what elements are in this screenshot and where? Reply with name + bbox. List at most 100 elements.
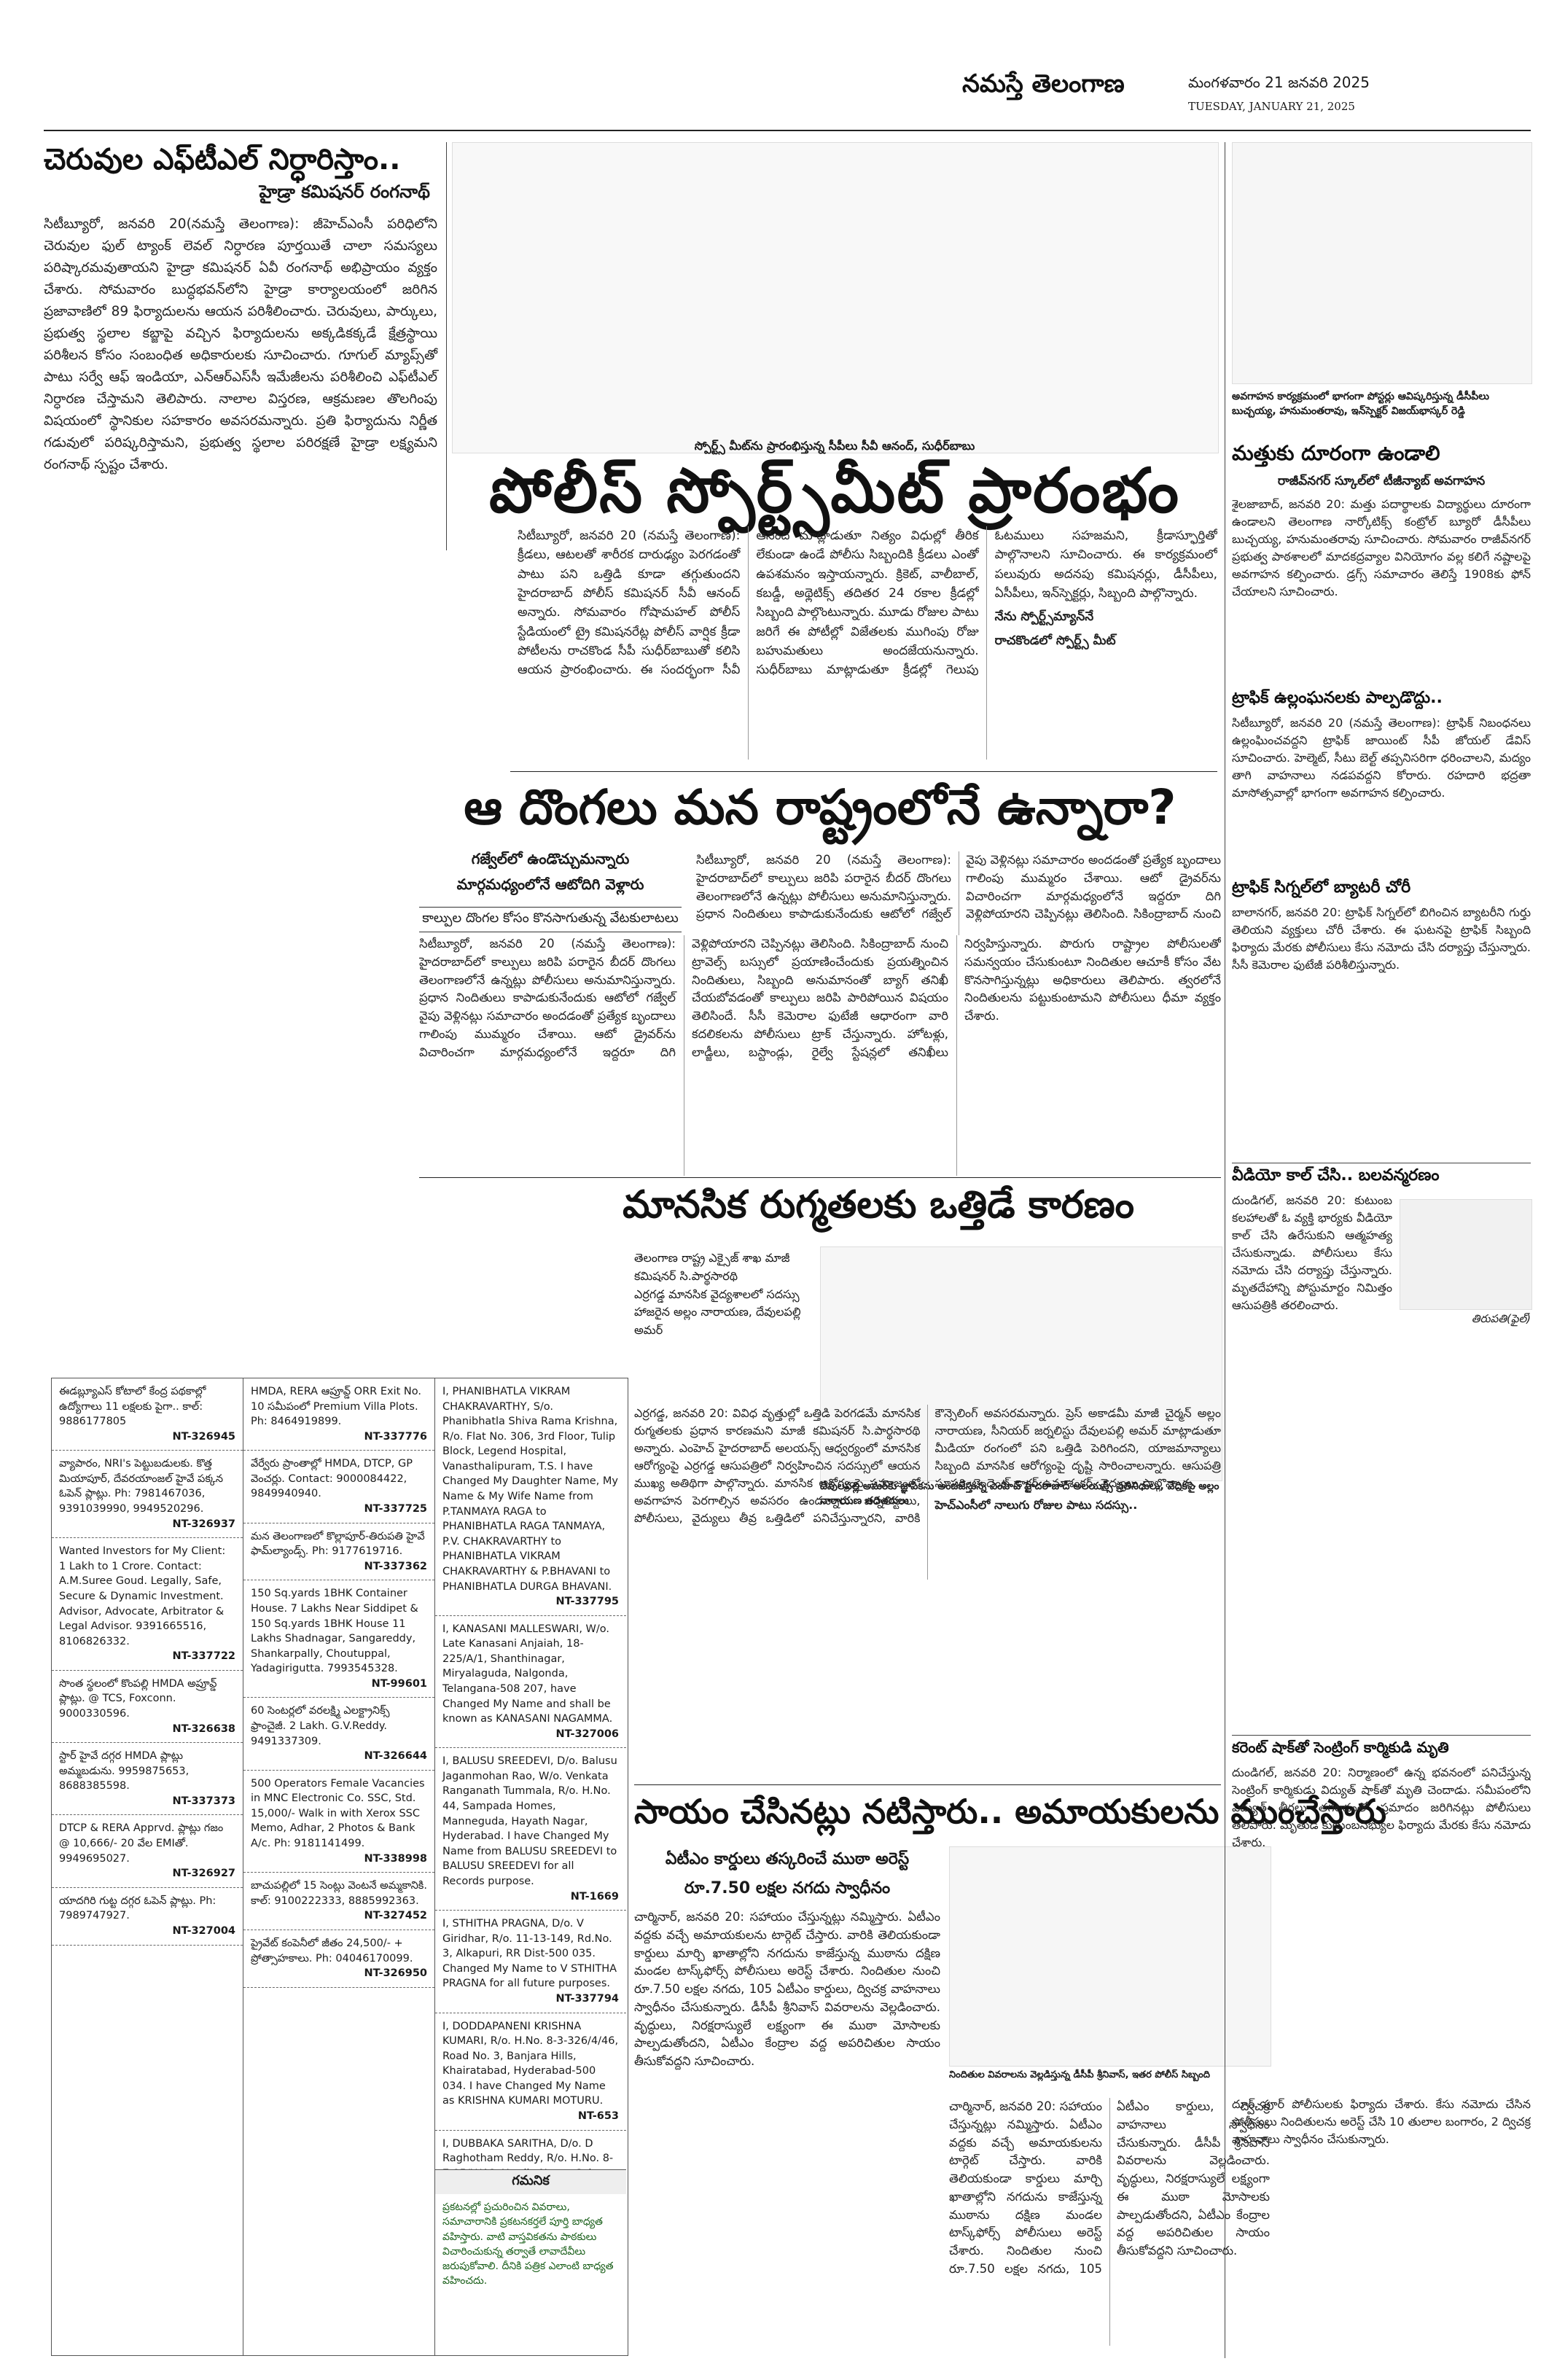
classified-ad-text: Wanted Investors for My Client: 1 Lakh t… — [59, 1545, 226, 1647]
section-rule — [634, 1784, 1221, 1785]
classifieds-list-2: HMDA, RERA ఆప్రూవ్డ్‌ ORR Exit No. 10 సమ… — [243, 1378, 434, 1988]
right-headline-1: మత్తుకు దూరంగా ఉండాలి — [1232, 441, 1440, 465]
classified-ad: వ్యాపారం, NRI's పెట్టుబడులకు. కొత్త మియా… — [52, 1451, 243, 1539]
right-photo-4 — [1400, 1199, 1532, 1310]
classified-ad: ప్రైవేట్‌ కంపెనీలో జీతం 24,500/- + ప్రోత… — [243, 1930, 434, 1988]
classifieds-column-2: HMDA, RERA ఆప్రూవ్డ్‌ ORR Exit No. 10 సమ… — [243, 1378, 435, 2355]
classified-ad-text: I, KANASANI MALLESWARI, W/o. Late Kanasa… — [442, 1623, 613, 1725]
story-thieves-deck-2: మార్గమధ్యంలోనే ఆటోదిగి వెళ్లారు — [456, 875, 644, 893]
masthead: నమస్తే తెలంగాణ మంగళవారం 21 జనవరి 2025 TU… — [962, 69, 1531, 135]
classified-ad-text: వేర్వేరు ప్రాంతాల్లో HMDA, DTCP, GP వెంచ… — [251, 1458, 413, 1500]
right-body-6: దూర్‌ పూర్‌ పోలీసులకు ఫిర్యాదు చేశారు. క… — [1232, 2097, 1531, 2146]
right-photo-top — [1232, 142, 1532, 384]
classified-ad-code: NT-326644 — [364, 1750, 427, 1763]
story-atm-body: చార్మినార్‌, జనవరి 20: సహాయం చేస్తున్నట్… — [634, 1910, 940, 2068]
masthead-rule — [44, 130, 1531, 131]
classified-ad-text: వ్యాపారం, NRI's పెట్టుబడులకు. కొత్త మియా… — [59, 1458, 224, 1515]
story-atm-photo-caption: నిందితుల వివరాలను వెల్లడిస్తున్న డీసీపీ … — [949, 2069, 1210, 2080]
classified-ad-text: I, BALUSU SREEDEVI, D/o. Balusu Jaganmoh… — [442, 1755, 617, 1887]
masthead-date-telugu: మంగళవారం 21 జనవరి 2025 — [1188, 74, 1370, 91]
classified-ad-code: NT-326945 — [172, 1430, 235, 1443]
story-atm-decks: ఏటీఎం కార్డులు తస్కరించే ముఠా అరెస్ట్‌ ర… — [634, 1850, 940, 1901]
classified-ad-code: NT-1669 — [570, 1890, 619, 1903]
column-divider — [446, 142, 447, 550]
classified-ad: ఈడబ్ల్యూఎస్‌ కోటాలో కేంద్ర పథకాల్లో ఉద్య… — [52, 1378, 243, 1451]
right-body-5: దుండిగల్‌, జనవరి 20: నిర్మాణంలో ఉన్న భవన… — [1232, 1766, 1531, 1849]
classified-ad-code: NT-326638 — [172, 1722, 235, 1735]
classified-ad-text: సొంత స్థలంలో కొంపల్లి HMDA అప్రూవ్డ్‌ ప్… — [59, 1677, 217, 1720]
story-mental-inset: హెచ్‌ఎంసీలో నాలుగు రోజుల పాటు సదస్సు.. — [934, 1498, 1138, 1512]
story-mental-body: ఎర్రగడ్డ, జనవరి 20: వివిధ వృత్తుల్లో ఒత్… — [634, 1405, 1221, 1580]
story-mental-byline: తెలంగాణ రాష్ట్ర ఎక్సైజ్‌ శాఖ మాజీ కమిషనర… — [634, 1251, 801, 1338]
classifieds-panel: ఈడబ్ల్యూఎస్‌ కోటాలో కేంద్ర పథకాల్లో ఉద్య… — [51, 1378, 628, 2356]
classified-ad-code: NT-327452 — [364, 1910, 427, 1922]
classified-ad: I, PHANIBHATLA VIKRAM CHAKRAVARTHY, S/o.… — [435, 1378, 626, 1616]
right-headline-2: ట్రాఫిక్‌ ఉల్లంఘనలకు పాల్పడొద్దు.. — [1232, 689, 1443, 707]
classified-ad-code: NT-653 — [577, 2110, 619, 2123]
story-mental-headline: మానసిక రుగ్మతలకు ఒత్తిడే కారణం — [623, 1183, 1134, 1227]
masthead-date-english: TUESDAY, JANUARY 21, 2025 — [1188, 100, 1355, 113]
right-body-1: శైలజాబాద్‌, జనవరి 20: మత్తు పదార్థాలకు వ… — [1232, 497, 1531, 598]
classified-ad-text: ఈడబ్ల్యూఎస్‌ కోటాలో కేంద్ర పథకాల్లో ఉద్య… — [59, 1386, 206, 1428]
classified-ad-code: NT-337362 — [364, 1560, 427, 1572]
classified-ad-code: NT-337776 — [364, 1430, 427, 1443]
story-hydra-subhead: హైడ్రా కమిషనర్‌ రంగనాథ్‌ — [259, 182, 430, 202]
classified-ad-code: NT-327006 — [555, 1728, 619, 1740]
classified-ad: 150 Sq.yards 1BHK Container House. 7 Lak… — [243, 1580, 434, 1698]
story-sports-inset-2: రాచకొండలో స్పోర్ట్స్‌ మీట్‌ — [994, 633, 1116, 648]
classified-ad: DTCP & RERA Apprvd. ప్లాట్లు గజం @ 10,66… — [52, 1815, 243, 1888]
story-hydra-body: సిటీబ్యూరో, జనవరి 20(నమస్తే తెలంగాణ): జీ… — [44, 216, 437, 472]
story-thieves-deck-3: కాల్పుల దొంగల కోసం కొనసాగుతున్న వేటకులాట… — [419, 907, 682, 932]
classifieds-column-1: ఈడబ్ల్యూఎస్‌ కోటాలో కేంద్ర పథకాల్లో ఉద్య… — [52, 1378, 243, 2355]
story-thieves-deck-1: గజ్వేల్‌లో ఉండొచ్చుమన్నారు — [471, 850, 630, 867]
story-mental-photo-caption: దేవులపల్లి అమర్‌కు జ్ఞాపికను అందజేస్తున్… — [820, 1480, 1220, 1507]
classified-ad-code: NT-337795 — [555, 1596, 619, 1608]
classified-ad-code: NT-326937 — [172, 1518, 235, 1530]
classified-ad-text: DTCP & RERA Apprvd. ప్లాట్లు గజం @ 10,66… — [59, 1822, 224, 1865]
story-atm-body-lower: చార్మినార్‌, జనవరి 20: సహాయం చేస్తున్నట్… — [949, 2099, 1270, 2276]
classified-ad-text: బాచుపల్లిలో 15 సెంట్లు వెంటనే అమ్మకానికి… — [251, 1880, 427, 1907]
classified-ad-code: NT-337794 — [555, 1992, 619, 2005]
classified-ad-text: 500 Operators Female Vacancies in MNC El… — [251, 1777, 425, 1850]
story-sports-kicker: స్పోర్ట్స్‌ మీట్‌ను ప్రారంభిస్తున్న సీపీ… — [694, 439, 975, 453]
story-thieves: ఆ దొంగలు మన రాష్ట్రంలోనే ఉన్నారా? గజ్వేల… — [419, 779, 1221, 1172]
right-photo-4-label: తిరుపతి(ఫైల్‌) — [1471, 1312, 1531, 1325]
classified-ad: బాచుపల్లిలో 15 సెంట్లు వెంటనే అమ్మకానికి… — [243, 1873, 434, 1930]
right-subhead-1: రాజీవ్‌నగర్‌ స్కూల్‌లో టీజీన్యాబ్‌ అవగాహ… — [1277, 474, 1486, 488]
right-body-4: దుండిగల్‌, జనవరి 20: కుటుంబ కలహాలతో ఓ వ్… — [1232, 1193, 1392, 1312]
classified-ad-text: యాదగిరి గుట్ట దగ్గర ఓపెన్‌ ప్లాట్లు. Ph:… — [59, 1895, 216, 1922]
story-thieves-body: సిటీబ్యూరో, జనవరి 20 (నమస్తే తెలంగాణ): హ… — [419, 937, 1221, 1059]
classified-ad: I, KANASANI MALLESWARI, W/o. Late Kanasa… — [435, 1616, 626, 1749]
classified-ad: సొంత స్థలంలో కొంపల్లి HMDA అప్రూవ్డ్‌ ప్… — [52, 1671, 243, 1744]
story-hydra-headline: చెరువుల ఎఫ్‌టీఎల్‌ నిర్ధారిస్తాం.. — [44, 143, 401, 176]
classified-ad-text: స్టార్‌ హైవే దగ్గర HMDA ప్లాట్లు అమ్మబడు… — [59, 1750, 190, 1792]
story-sports-inset-1: నేను స్పోర్ట్స్‌మ్యాన్‌నే — [994, 609, 1094, 625]
classified-ad: యాదగిరి గుట్ట దగ్గర ఓపెన్‌ ప్లాట్లు. Ph:… — [52, 1888, 243, 1946]
classified-ad-text: ప్రైవేట్‌ కంపెనీలో జీతం 24,500/- + ప్రోత… — [251, 1937, 413, 1965]
classified-ad-text: I, STHITHA PRAGNA, D/o. V Giridhar, R/o.… — [442, 1918, 617, 1990]
classified-ad-code: NT-99601 — [371, 1677, 427, 1690]
section-rule — [510, 771, 1217, 772]
story-sports-photo — [452, 142, 1219, 453]
section-rule — [419, 1177, 1221, 1178]
classifieds-column-3: I, PHANIBHATLA VIKRAM CHAKRAVARTHY, S/o.… — [435, 1378, 626, 2338]
classified-ad-text: I, PHANIBHATLA VIKRAM CHAKRAVARTHY, S/o.… — [442, 1386, 618, 1593]
classifieds-list-1: ఈడబ్ల్యూఎస్‌ కోటాలో కేంద్ర పథకాల్లో ఉద్య… — [52, 1378, 243, 1946]
story-mental-body-text: ఎర్రగడ్డ, జనవరి 20: వివిధ వృత్తుల్లో ఒత్… — [634, 1406, 1221, 1525]
classified-ad: I, BALUSU SREEDEVI, D/o. Balusu Jaganmoh… — [435, 1748, 626, 1911]
story-sports: స్పోర్ట్స్‌ మీట్‌ను ప్రారంభిస్తున్న సీపీ… — [452, 437, 1217, 678]
story-sports-body-text: సిటీబ్యూరో, జనవరి 20 (నమస్తే తెలంగాణ): క… — [518, 528, 1217, 678]
story-mental-health: మానసిక రుగ్మతలకు ఒత్తిడే కారణం తెలంగాణ ర… — [419, 1182, 1222, 1576]
story-atm-headline: సాయం చేసినట్లు నటిస్తారు.. అమాయకులను ముం… — [634, 1792, 1386, 1831]
classified-ad-code: NT-327004 — [172, 1924, 235, 1937]
classified-ad: స్టార్‌ హైవే దగ్గర HMDA ప్లాట్లు అమ్మబడు… — [52, 1743, 243, 1816]
story-atm: సాయం చేసినట్లు నటిస్తారు.. అమాయకులను ముం… — [634, 1792, 1527, 2360]
classifieds-notice-body: ప్రకటనల్లో ప్రచురించిన వివరాలు, సమాచారాన… — [442, 2201, 614, 2287]
story-atm-photo — [949, 1846, 1271, 2067]
classified-ad: వేర్వేరు ప్రాంతాల్లో HMDA, DTCP, GP వెంచ… — [243, 1451, 434, 1523]
classified-ad: మన తెలంగాణలో కొల్లాపూర్‌-తిరుపతి హైవే ఫా… — [243, 1523, 434, 1581]
story-thieves-headline: ఆ దొంగలు మన రాష్ట్రంలోనే ఉన్నారా? — [464, 779, 1176, 835]
classified-ad-text: మన తెలంగాణలో కొల్లాపూర్‌-తిరుపతి హైవే ఫా… — [251, 1530, 425, 1558]
classified-ad-code: NT-337722 — [172, 1650, 235, 1663]
right-body-2: సిటీబ్యూరో, జనవరి 20 (నమస్తే తెలంగాణ): ట… — [1232, 716, 1531, 800]
